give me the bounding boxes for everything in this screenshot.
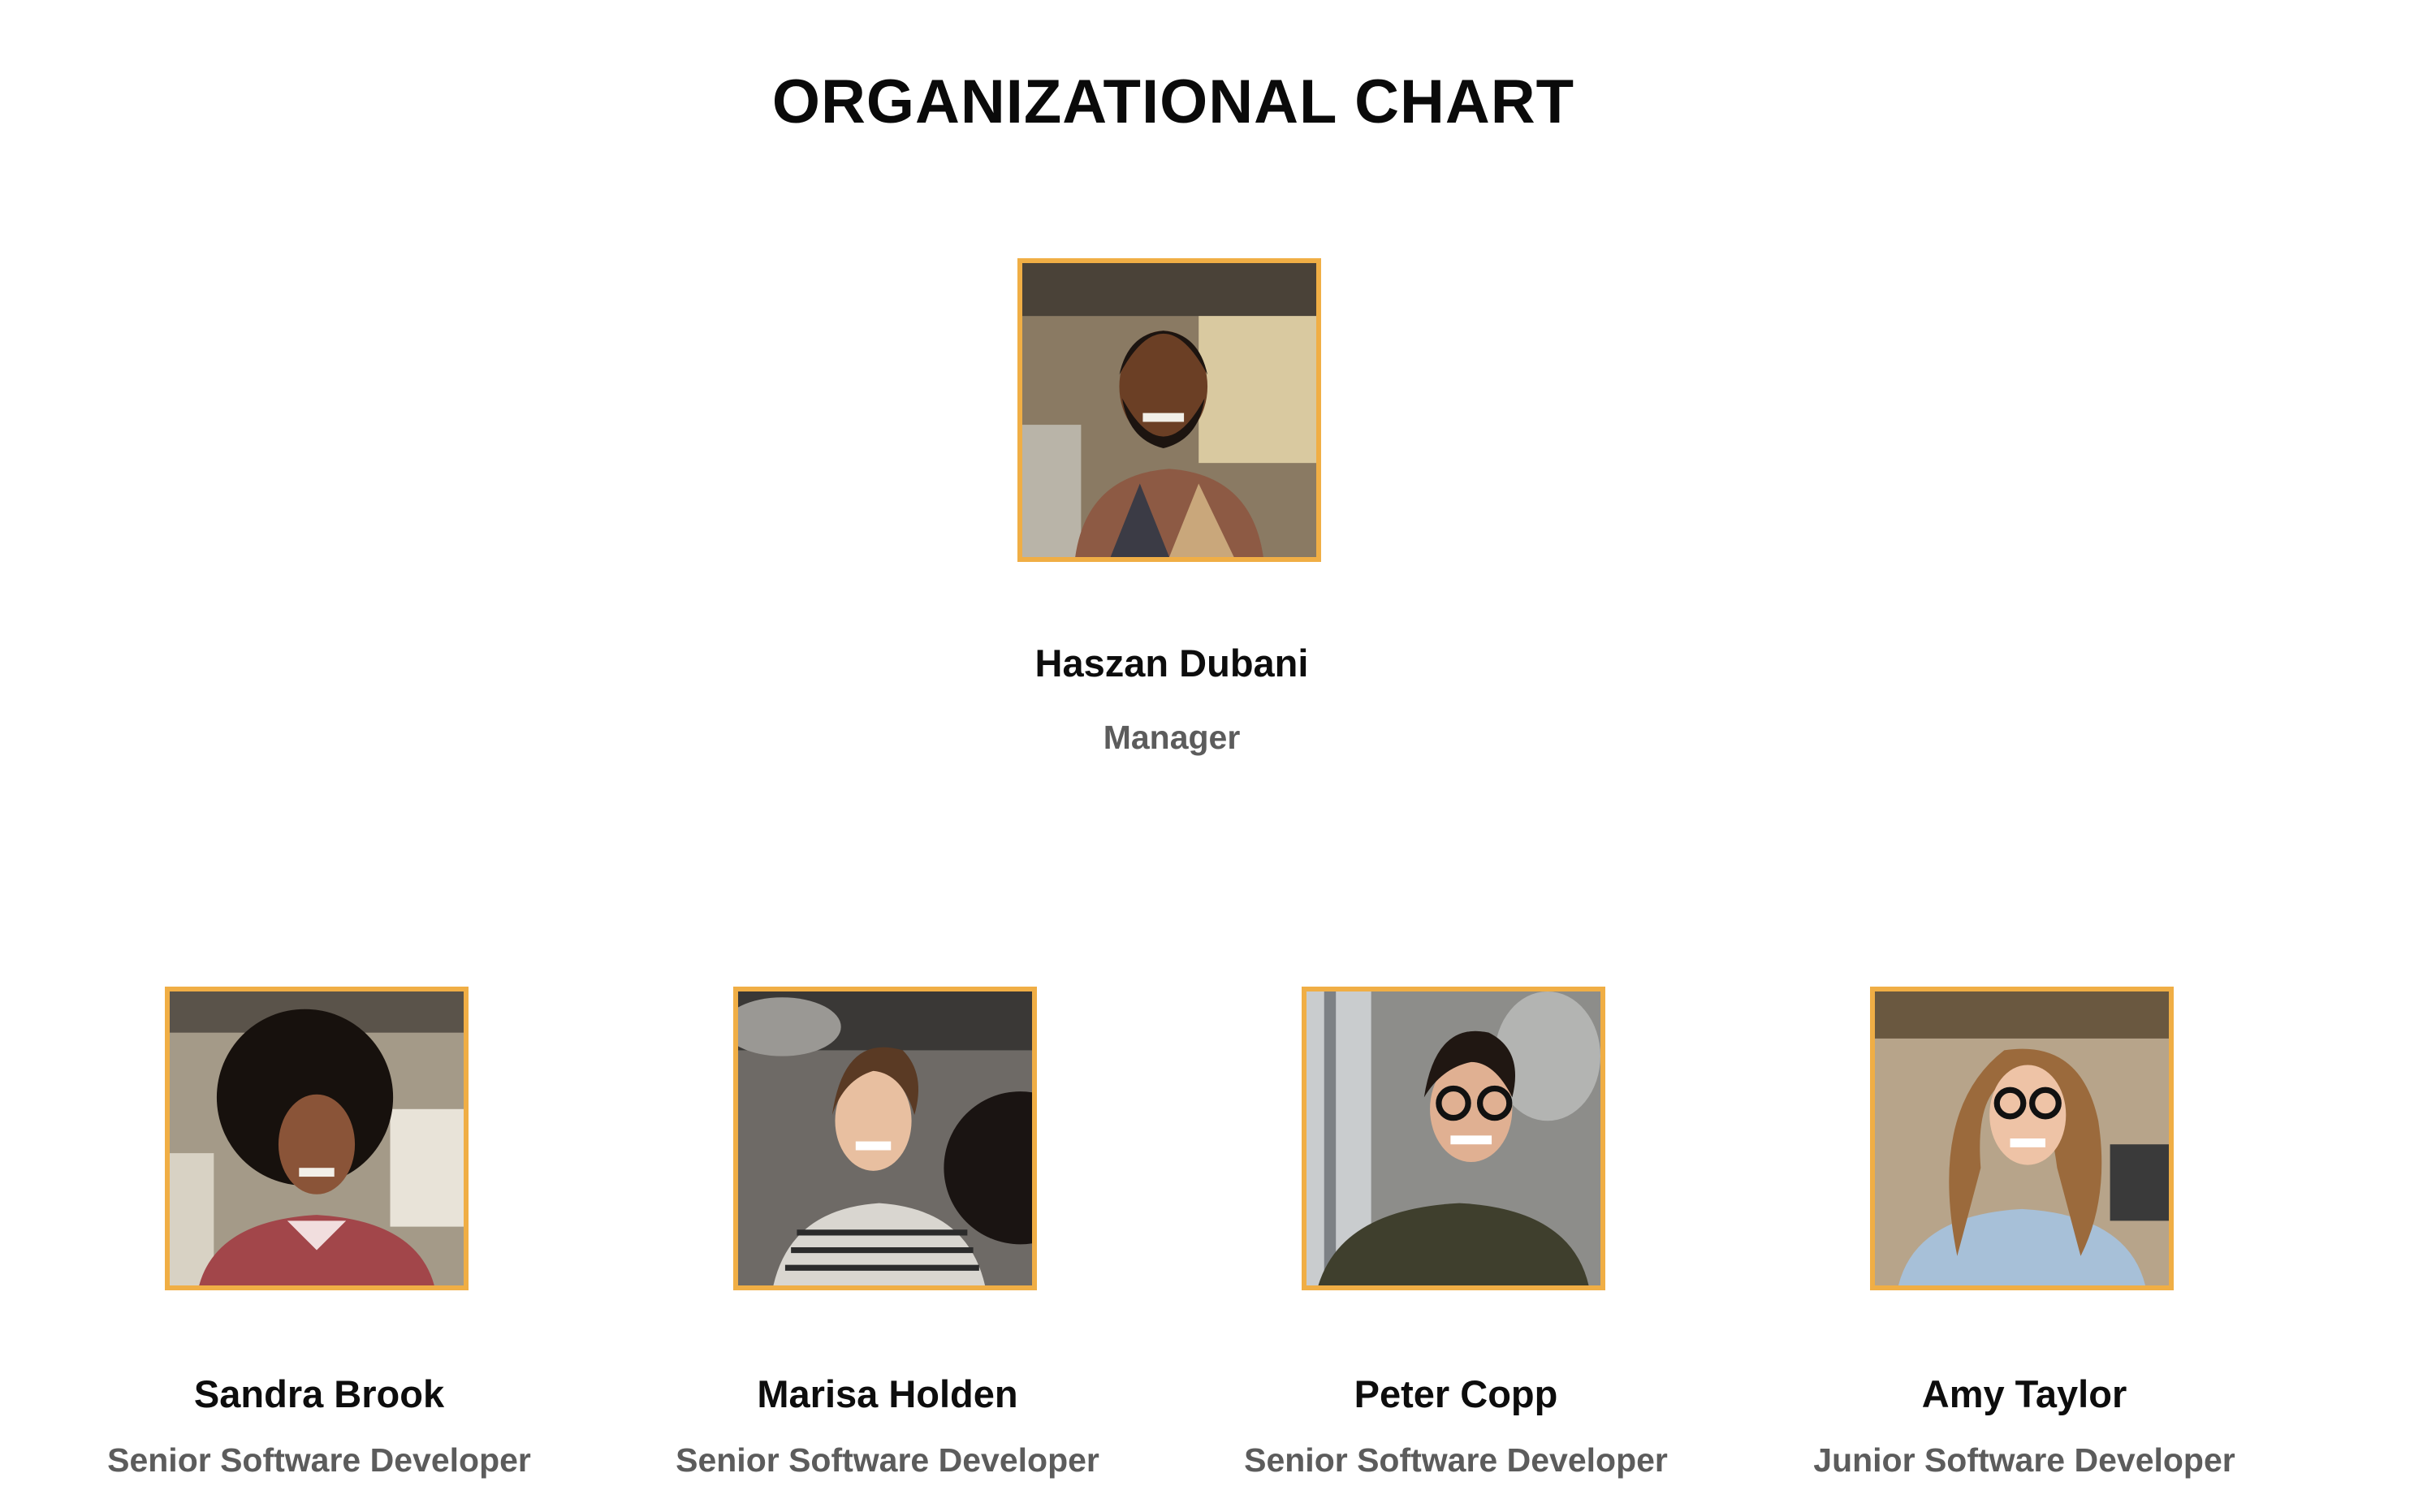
team-member-role: Senior Software Developer	[107, 1441, 531, 1479]
person-photo-icon	[1875, 991, 2169, 1285]
manager-role: Manager	[1103, 719, 1241, 756]
team-member-name: Peter Copp	[1354, 1372, 1558, 1415]
team-member-name: Sandra Brook	[193, 1372, 445, 1415]
person-photo-icon	[738, 991, 1032, 1285]
team-member-photo[interactable]	[1870, 987, 2174, 1290]
manager-name: Haszan Dubani	[1034, 642, 1309, 685]
team-member-name: Marisa Holden	[757, 1372, 1018, 1415]
team-member-role: Junior Software Developer	[1813, 1441, 2235, 1479]
team-member-name: Amy Taylor	[1921, 1372, 2127, 1415]
team-member-role: Senior Software Developer	[676, 1441, 1099, 1479]
page-title: ORGANIZATIONAL CHART	[771, 67, 1575, 136]
team-member-role: Senior Software Developer	[1244, 1441, 1668, 1479]
team-member-photo[interactable]	[733, 987, 1037, 1290]
team-member-photo[interactable]	[165, 987, 469, 1290]
person-photo-icon	[1022, 263, 1316, 557]
person-photo-icon	[1306, 991, 1600, 1285]
team-member-photo[interactable]	[1302, 987, 1605, 1290]
manager-photo[interactable]	[1017, 258, 1321, 562]
person-photo-icon	[170, 991, 464, 1285]
